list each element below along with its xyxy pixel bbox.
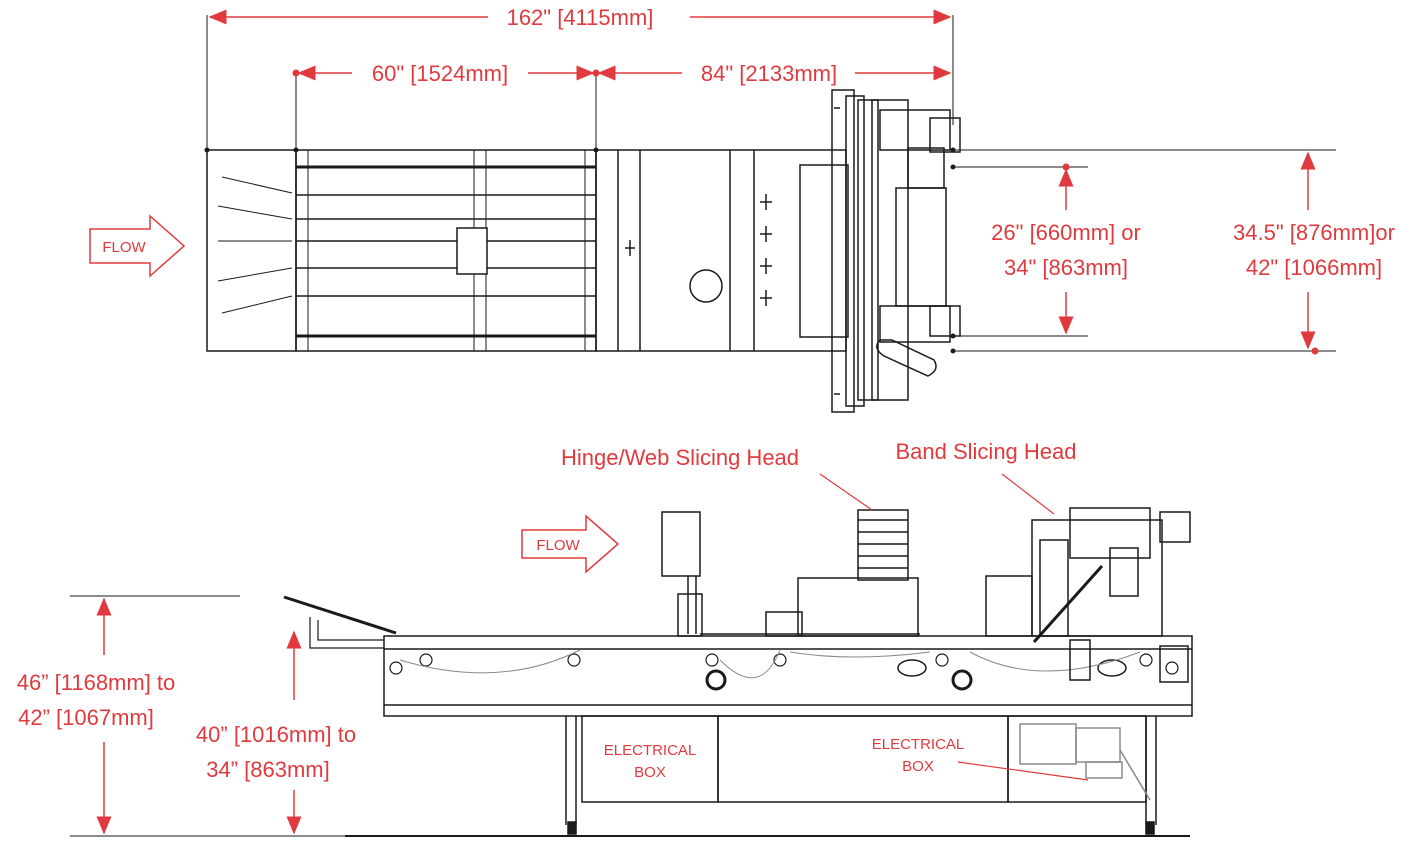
flow-arrow-top: FLOW (89, 214, 186, 278)
flow-label-side: FLOW (536, 537, 580, 554)
leader-lines (819, 473, 1089, 781)
electrical-box-2-line1: ELECTRICAL (872, 736, 965, 753)
side-view (283, 507, 1193, 837)
belt-height-label-line1: 40” [1016mm] to (196, 722, 356, 747)
slicing-head-top (831, 89, 961, 413)
infeed-conveyor-top (206, 149, 597, 352)
electrical-box-1-line1: ELECTRICAL (604, 742, 697, 759)
electrical-box-1-line2: BOX (634, 764, 666, 781)
overall-height-label-line1: 46” [1168mm] to (17, 670, 176, 695)
inner-width-label-line1: 26" [660mm] or (991, 220, 1141, 245)
outer-width-label-line2: 42" [1066mm] (1246, 255, 1382, 280)
top-view (204, 9, 1336, 413)
belt-height-label-line2: 34” [863mm] (206, 757, 330, 782)
band-head-label: Band Slicing Head (895, 439, 1076, 464)
slicer-length-label: 84" [2133mm] (701, 61, 837, 86)
outer-width-label-line1: 34.5" [876mm]or (1233, 220, 1395, 245)
dimension-dots (204, 147, 956, 354)
overall-height-label-line2: 42” [1067mm] (18, 705, 154, 730)
side-dimension-arrows (96, 597, 302, 835)
top-dimension-extensions (206, 15, 1336, 352)
infeed-length-label: 60" [1524mm] (372, 61, 508, 86)
hinge-head-label: Hinge/Web Slicing Head (561, 445, 799, 470)
flow-arrow-side: FLOW (521, 514, 620, 574)
top-dimension-lines (208, 9, 1316, 350)
red-dimension-dots (292, 69, 1319, 355)
flow-label-top: FLOW (102, 239, 146, 256)
slicer-base-top (595, 149, 849, 352)
side-dimension-lines (70, 595, 345, 837)
inner-width-label-line2: 34" [863mm] (1004, 255, 1128, 280)
electrical-box-2-line2: BOX (902, 758, 934, 775)
overall-length-label: 162" [4115mm] (507, 5, 654, 30)
